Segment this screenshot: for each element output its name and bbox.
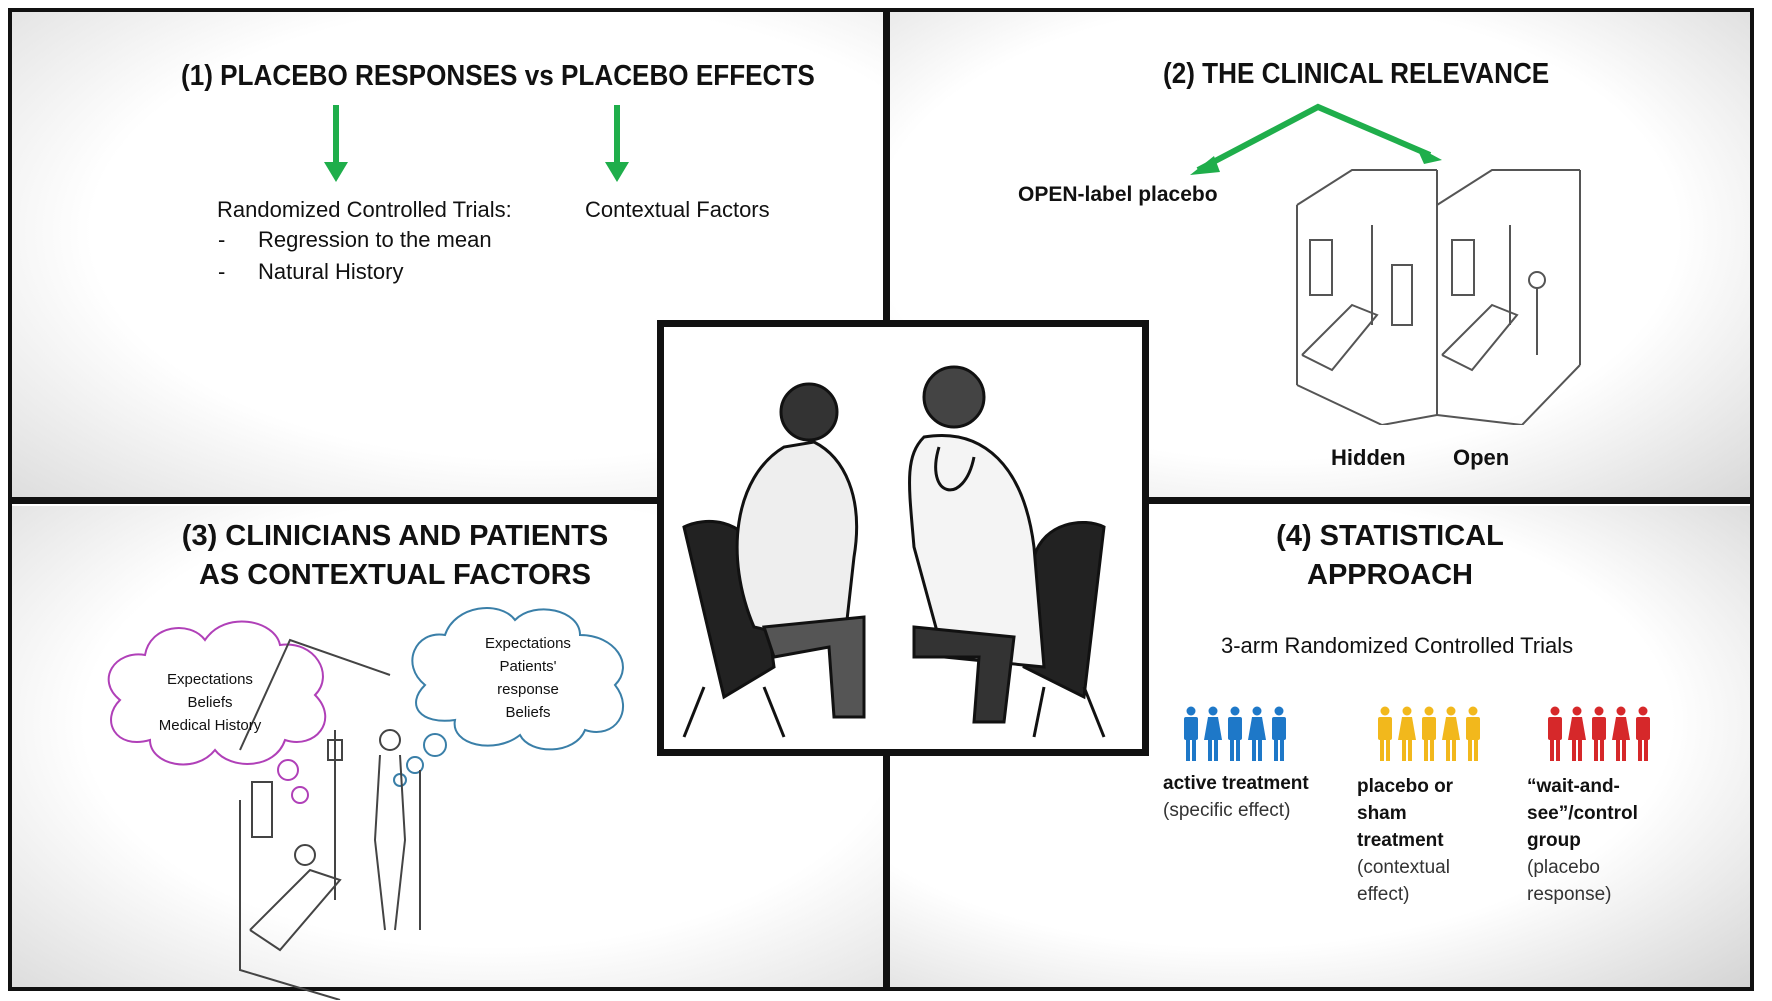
arm-label-bold: “wait-and- (1527, 776, 1620, 797)
three-arm-rct-subtitle: 3-arm Randomized Controlled Trials (1221, 633, 1574, 658)
arm-label-bold: group (1527, 830, 1581, 851)
hidden-label: Hidden (1331, 445, 1406, 470)
person-icon (1378, 706, 1392, 761)
outer-frame (8, 8, 1754, 991)
bullet-dash: - (218, 259, 226, 284)
panel-2-title: (2) THE CLINICAL RELEVANCE (1163, 58, 1550, 90)
bullet-dash: - (218, 227, 226, 252)
hospital-bed-illustration (239, 638, 421, 1000)
cloud-line: Medical History (158, 717, 262, 734)
panel-4-title-line2: APPROACH (1307, 559, 1473, 591)
open-label: Open (1453, 445, 1510, 470)
clinician-cloud-text: Expectations Beliefs Medical History (140, 668, 280, 737)
person-icon (1272, 706, 1286, 761)
arm-label-bold: treatment (1357, 830, 1444, 851)
arm-label-effect: (specific effect) (1163, 800, 1291, 821)
arm-label-effect: (contextual (1357, 857, 1450, 878)
person-icon (1398, 706, 1416, 761)
person-icon (1636, 706, 1650, 761)
bullet-natural-history: Natural History (258, 259, 404, 284)
hospital-rooms-illustration (1296, 169, 1581, 425)
arm-label-effect: (placebo (1527, 857, 1600, 878)
people-group-icon (1378, 706, 1480, 761)
person-icon (1184, 706, 1198, 761)
green-arrows-icon (324, 105, 629, 182)
person-icon (1592, 706, 1606, 761)
arm-label-effect: effect) (1357, 884, 1410, 905)
people-group-icon (1184, 706, 1286, 761)
people-group-icon (1548, 706, 1650, 761)
person-icon (1548, 706, 1562, 761)
open-label-placebo: OPEN-label placebo (1018, 183, 1218, 206)
arm-label: placebo or sham treatment (contextual effect… (1357, 773, 1453, 908)
person-icon (1422, 706, 1436, 761)
split-arrows-icon (1190, 103, 1442, 175)
arm-label-bold: placebo or (1357, 776, 1454, 797)
clinician-thought-cloud (107, 620, 327, 804)
bullet-regression: Regression to the mean (258, 227, 492, 252)
person-icon (1568, 706, 1586, 761)
panel-3-title-line1: (3) CLINICIANS AND PATIENTS (181, 520, 609, 552)
arm-label: “wait-and-see”/control group (placebo respo… (1527, 773, 1638, 908)
arm-label-bold: sham (1357, 803, 1407, 824)
arm-label: active treatment (specific effect) (1163, 770, 1309, 824)
patient-thought-cloud (393, 607, 625, 787)
person-icon (1612, 706, 1630, 761)
panel-4-title-line1: (4) STATISTICAL (1276, 520, 1504, 552)
person-icon (1204, 706, 1222, 761)
cloud-line: Expectations (485, 635, 571, 652)
patient-cloud-text: Expectations Patients' response Beliefs (468, 632, 588, 724)
person-icon (1466, 706, 1480, 761)
cloud-line: Expectations (167, 671, 253, 688)
person-icon (1248, 706, 1266, 761)
thought-clouds-illustration (107, 607, 625, 1000)
arm-label-effect: response) (1527, 884, 1612, 905)
cloud-line: Patients' (499, 658, 557, 675)
contextual-factors-label: Contextual Factors (585, 197, 770, 222)
panel-1-title: (1) PLACEBO RESPONSES vs PLACEBO EFFECTS (181, 60, 815, 92)
person-icon (1228, 706, 1242, 761)
person-icon (1442, 706, 1460, 761)
consultation-illustration (657, 320, 1149, 756)
cloud-line: response (497, 681, 559, 698)
arm-label-bold: active treatment (1163, 773, 1309, 794)
arm-label-bold: see”/control (1527, 803, 1638, 824)
doctor-patient-conversation-illustration (682, 365, 1106, 738)
panel-3-title-line2: AS CONTEXTUAL FACTORS (198, 559, 592, 591)
cloud-line: Beliefs (505, 704, 551, 721)
cloud-line: Beliefs (187, 694, 233, 711)
rct-label: Randomized Controlled Trials: (217, 197, 512, 222)
